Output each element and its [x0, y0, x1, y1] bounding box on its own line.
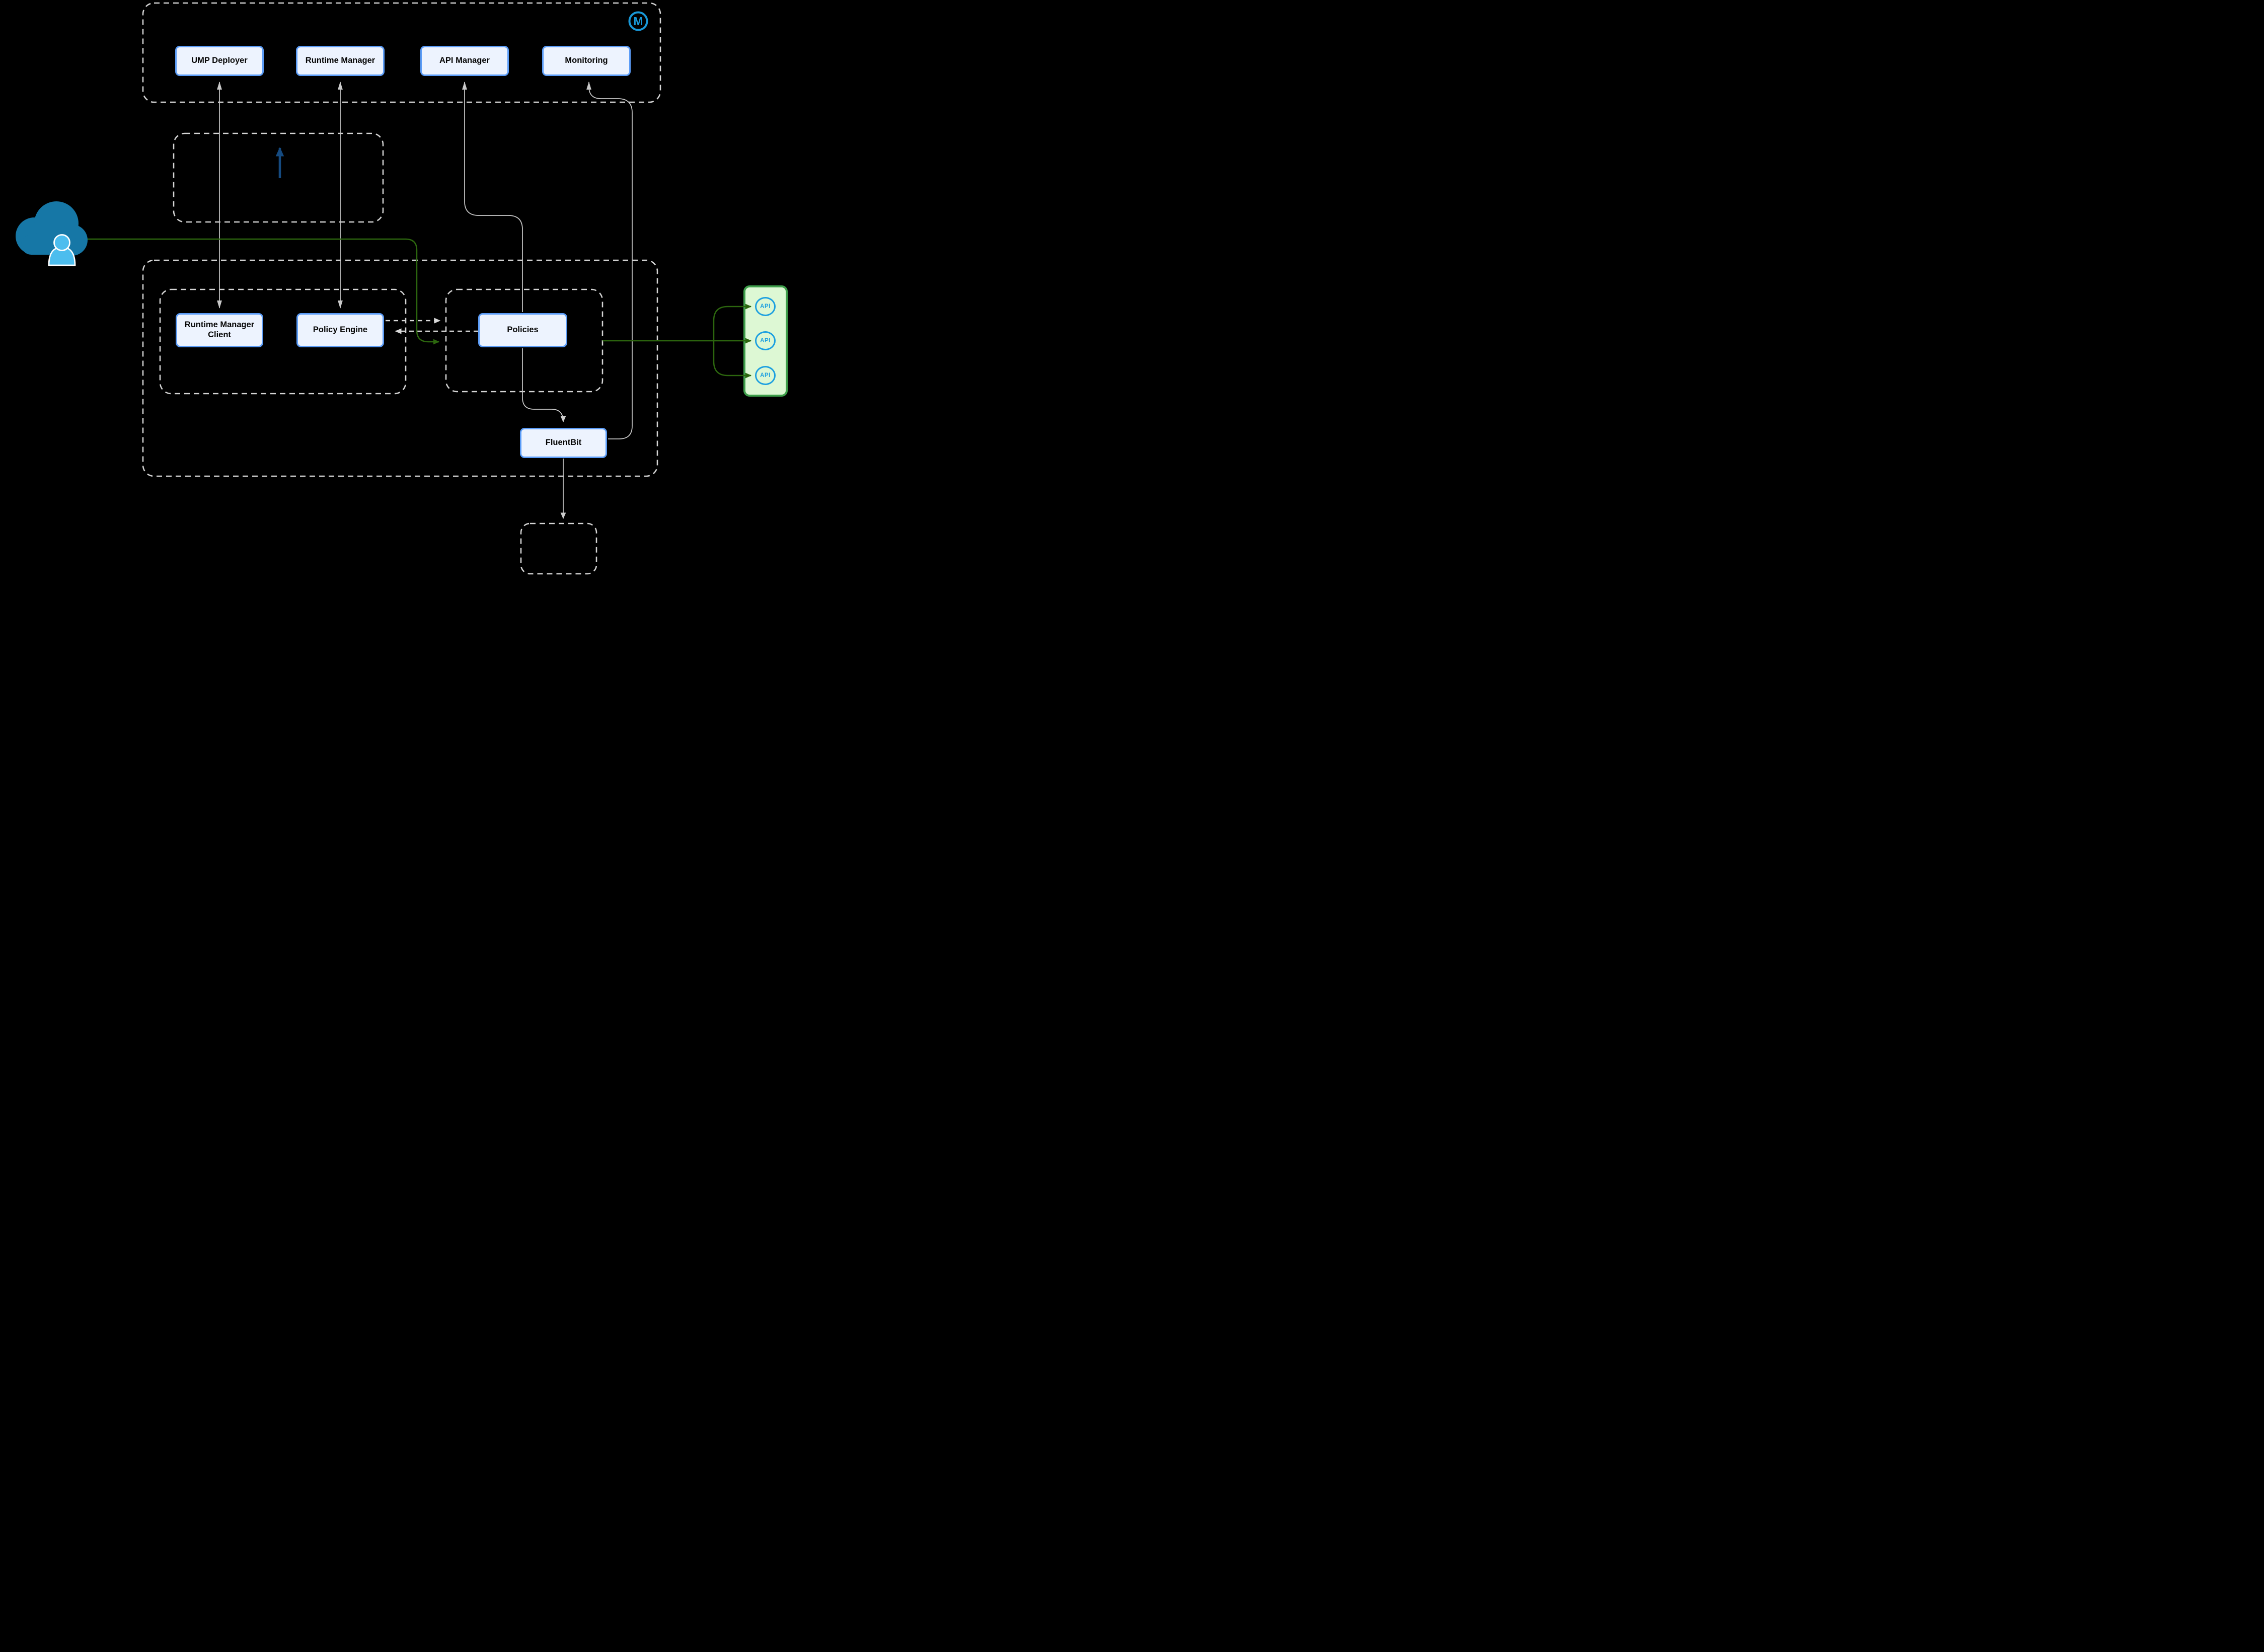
node-policies: Policies — [478, 313, 567, 347]
node-label: FluentBit — [545, 438, 582, 447]
node-monitoring: Monitoring — [542, 46, 631, 76]
node-policy-engine: Policy Engine — [296, 313, 384, 347]
cloud-user-icon — [16, 201, 88, 266]
node-label: Runtime Manager — [305, 56, 375, 65]
api-circle: API — [755, 331, 776, 350]
node-label: Runtime Manager Client — [184, 320, 255, 339]
control-plane-container — [142, 2, 661, 103]
api-label: API — [760, 372, 771, 379]
api-circle: API — [755, 366, 776, 385]
node-label: Policies — [507, 325, 539, 335]
node-label: Monitoring — [565, 56, 608, 65]
solid-connectors — [217, 81, 633, 519]
node-runtime-manager-client: Runtime Manager Client — [176, 313, 263, 347]
node-api-manager: API Manager — [420, 46, 509, 76]
mulesoft-logo-letter: M — [633, 15, 643, 28]
logs-container — [520, 522, 597, 575]
connector-fluentbit-to-monitoring — [586, 81, 633, 439]
dashed-containers — [142, 2, 661, 575]
diagram-connectors-layer: M — [16, 2, 752, 575]
dashed-connectors — [386, 318, 478, 334]
connector-policies-to-api-manager — [462, 81, 523, 312]
mulesoft-logo-icon: M — [628, 11, 648, 31]
engine-container — [159, 288, 407, 395]
node-fluentbit: FluentBit — [520, 428, 607, 458]
api-label: API — [760, 338, 771, 344]
runtime-plane-container — [142, 259, 658, 477]
connector-user-to-policies-container — [84, 238, 440, 345]
connector-policies-to-api-bottom — [713, 341, 752, 379]
connector-policies-to-api-top — [713, 304, 752, 341]
api-label: API — [760, 304, 771, 310]
api-circle: API — [755, 297, 776, 316]
node-label: API Manager — [439, 56, 490, 65]
connector-policies-to-fluentbit — [522, 348, 566, 423]
node-runtime-manager: Runtime Manager — [296, 46, 385, 76]
diagram-canvas: M UMP Deployer Runtime Manager API Manag… — [0, 0, 789, 576]
agent-container — [173, 132, 384, 223]
node-label: UMP Deployer — [191, 56, 248, 65]
node-ump-deployer: UMP Deployer — [175, 46, 264, 76]
cloud-icon — [16, 201, 88, 256]
green-connectors — [84, 238, 752, 379]
node-label: Policy Engine — [313, 325, 368, 335]
person-icon — [48, 234, 76, 266]
